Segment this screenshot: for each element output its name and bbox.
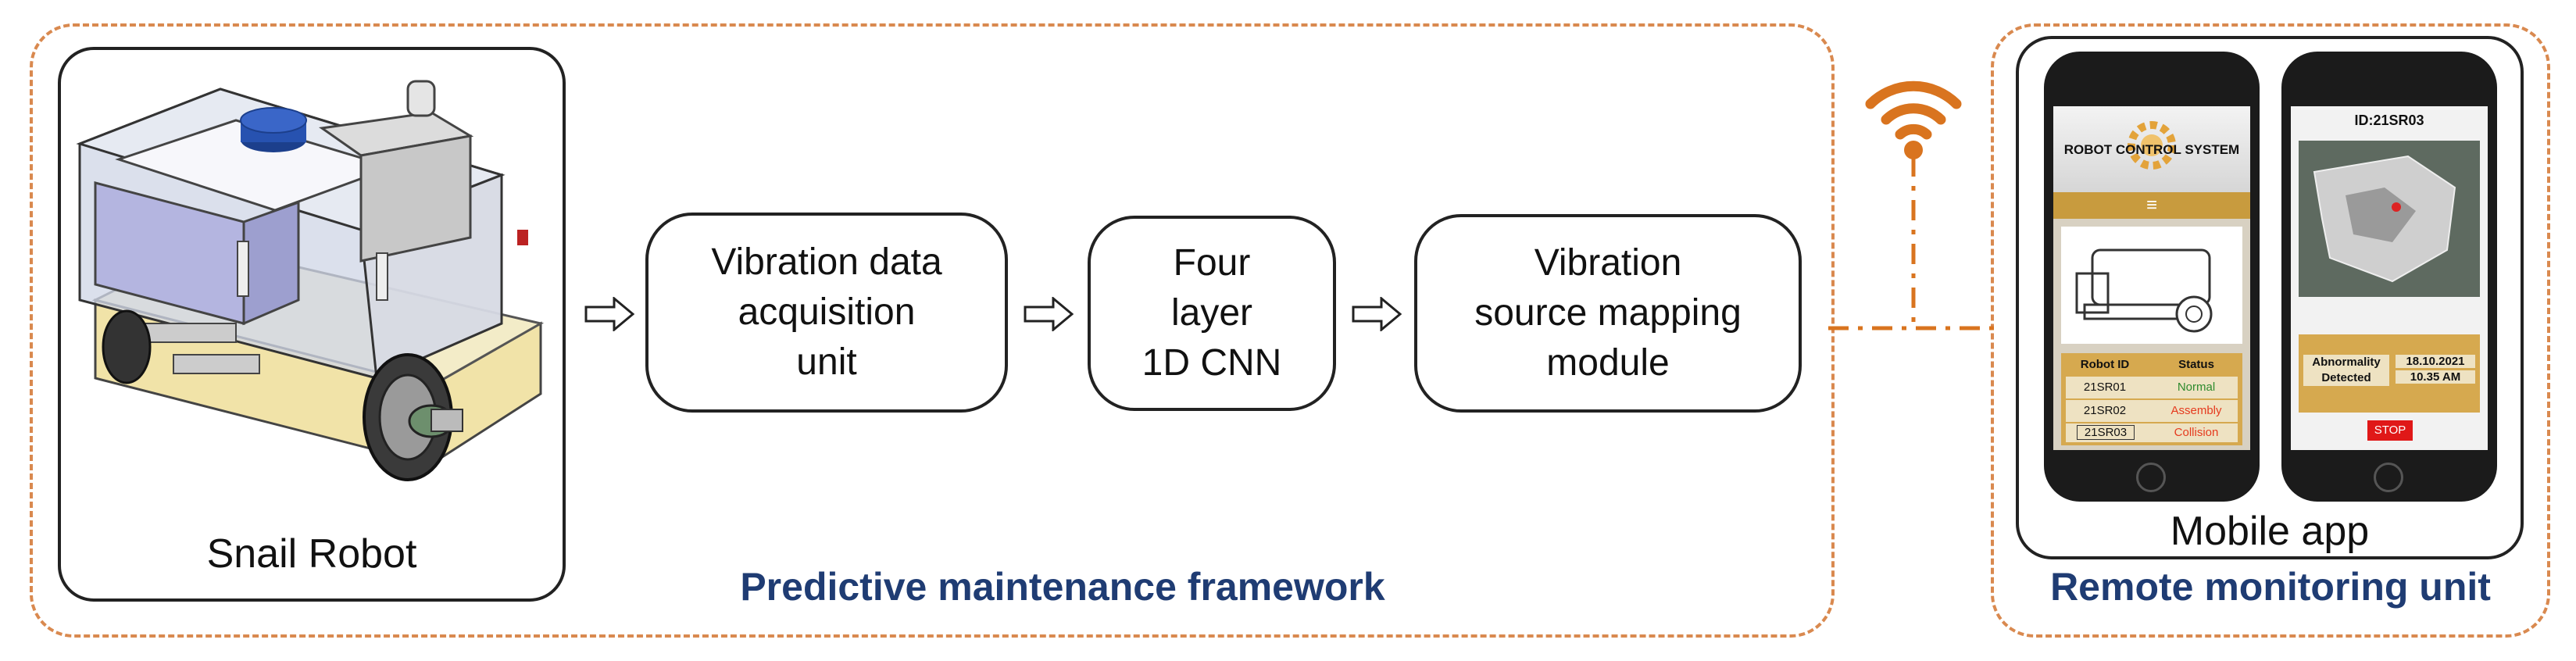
row-status: Collision <box>2174 426 2219 439</box>
mapping-line-3: module <box>1546 342 1670 384</box>
cnn-box: Four layer 1D CNN <box>1088 216 1336 411</box>
snail-robot-caption: Snail Robot <box>206 531 417 577</box>
col-header-status: Status <box>2178 358 2214 371</box>
phone2-screen: ID:21SR03 Abnormality Detected 18.10.202… <box>2291 106 2488 450</box>
alert-time: 10.35 AM <box>2396 370 2475 384</box>
phone-alert: ID:21SR03 Abnormality Detected 18.10.202… <box>2281 52 2497 502</box>
snail-robot-illustration <box>76 80 545 481</box>
acquisition-line-2: acquisition <box>738 291 916 333</box>
mapping-line-1: Vibration <box>1534 242 1682 284</box>
robot-outline-icon <box>2075 248 2213 333</box>
phone1-menu-bar[interactable]: ≡ <box>2053 192 2250 219</box>
row-robot-id: 21SR02 <box>2083 404 2127 417</box>
row-status: Normal <box>2177 381 2216 394</box>
arrow-robot-to-acquisition <box>584 297 634 331</box>
phone2-home-button[interactable] <box>2374 463 2403 492</box>
wifi-icon <box>1865 80 1962 159</box>
mobile-app-caption: Mobile app <box>2170 509 2370 554</box>
phone1-robot-image <box>2061 227 2242 344</box>
phone-robot-control: ROBOT CONTROL SYSTEM ≡ Robot ID Status 2… <box>2044 52 2260 502</box>
mapping-line-2: source mapping <box>1474 292 1742 334</box>
arrow-acquisition-to-cnn <box>1024 297 1074 331</box>
gear-icon <box>2128 121 2176 170</box>
phone1-home-button[interactable] <box>2136 463 2166 492</box>
mobile-app-box: ROBOT CONTROL SYSTEM ≡ Robot ID Status 2… <box>2016 36 2524 559</box>
wifi-link-line <box>1828 156 2000 330</box>
cnn-line-1: Four <box>1173 242 1251 284</box>
row-status: Assembly <box>2170 404 2222 417</box>
predictive-maintenance-frame <box>30 23 1835 638</box>
table-row[interactable]: 21SR02 Assembly <box>2066 400 2238 422</box>
phone1-status-table: Robot ID Status 21SR01 Normal 21SR02 Ass… <box>2061 353 2242 445</box>
phone2-map <box>2299 141 2480 297</box>
predictive-maintenance-title: Predictive maintenance framework <box>740 565 1385 609</box>
row-robot-id: 21SR01 <box>2083 381 2127 394</box>
cnn-line-2: layer <box>1170 292 1253 334</box>
table-row[interactable]: 21SR03 Collision <box>2066 423 2238 442</box>
row-robot-id: 21SR03 <box>2077 425 2135 440</box>
acquisition-line-3: unit <box>796 341 857 383</box>
col-header-robot-id: Robot ID <box>2080 358 2130 371</box>
vibration-acquisition-box: Vibration data acquisition unit <box>645 213 1008 413</box>
table-row[interactable]: 21SR01 Normal <box>2066 377 2238 398</box>
acquisition-line-1: Vibration data <box>711 241 942 283</box>
snail-robot-box: Snail Robot <box>58 47 566 602</box>
map-icon <box>2313 155 2456 283</box>
alert-label: Abnormality Detected <box>2303 355 2389 386</box>
arrow-cnn-to-mapping <box>1352 297 1402 331</box>
stop-button[interactable]: STOP <box>2367 420 2413 441</box>
remote-monitoring-frame <box>1991 23 2550 638</box>
cnn-line-3: 1D CNN <box>1142 342 1282 384</box>
phone1-header: ROBOT CONTROL SYSTEM <box>2063 142 2240 157</box>
phone2-robot-id: ID:21SR03 <box>2354 113 2424 128</box>
phone2-alert-panel: Abnormality Detected 18.10.2021 10.35 AM <box>2299 334 2480 413</box>
alert-date: 18.10.2021 <box>2396 355 2475 368</box>
phone1-banner: ROBOT CONTROL SYSTEM <box>2053 106 2250 192</box>
phone1-screen: ROBOT CONTROL SYSTEM ≡ Robot ID Status 2… <box>2053 106 2250 450</box>
remote-monitoring-title: Remote monitoring unit <box>2050 565 2491 609</box>
source-mapping-box: Vibration source mapping module <box>1414 214 1802 413</box>
